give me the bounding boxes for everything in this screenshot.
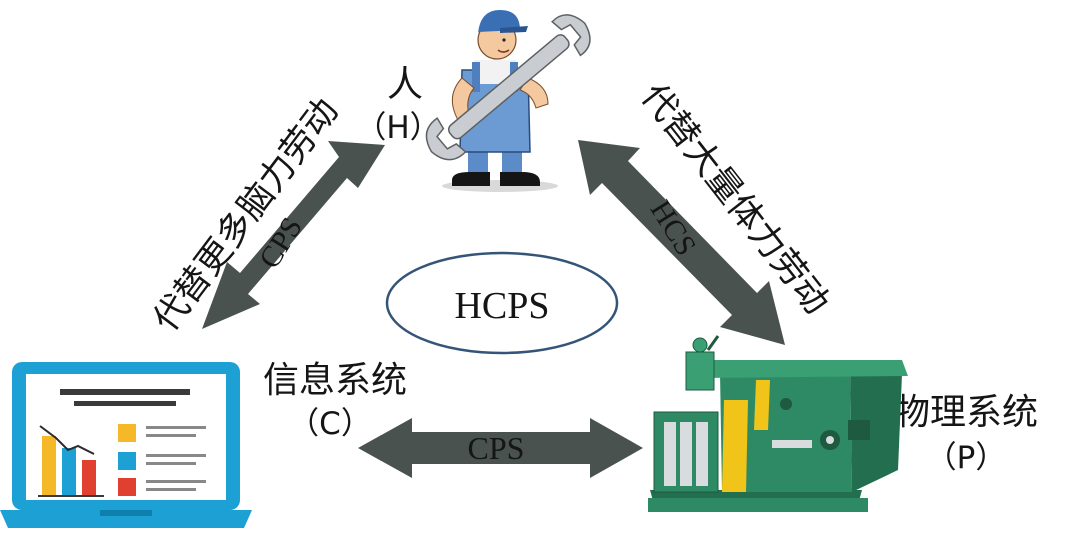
hcps-ellipse [385,251,619,355]
machine-icon [648,335,908,512]
arrow-human-physical [578,140,785,345]
cyber-node-name: 信息系统 [263,360,407,401]
physical-node-code: （P） [926,440,1007,476]
arrow-human-cyber [202,141,385,329]
worker-icon [425,10,591,192]
physical-node-name: 物理系统 [894,392,1038,433]
arrow-cyber-physical [358,418,643,478]
hcps-label: HCPS [454,285,549,327]
human-node-name: 人 [387,64,423,105]
bottom-arrow-label: CPS [468,430,525,466]
cyber-node-code: （C） [288,406,372,442]
laptop-icon [0,362,252,528]
